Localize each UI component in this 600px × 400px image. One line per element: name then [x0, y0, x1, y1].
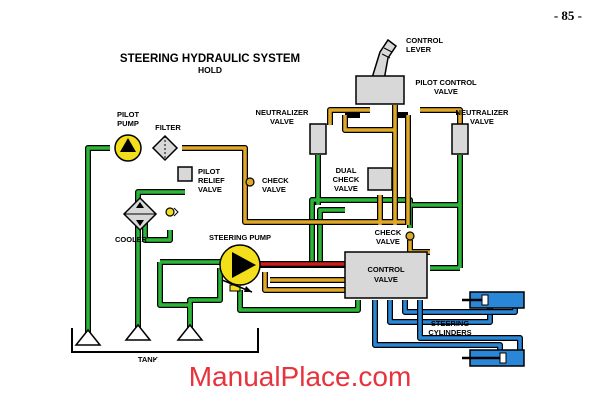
check-valve-mid-label-2: VALVE — [262, 185, 286, 194]
neutralizer-pilot-lines — [327, 107, 463, 125]
neutralizer-valve-left — [309, 123, 327, 155]
pilot-control-valve — [355, 75, 405, 105]
check-valve-mid-label-1: CHECK — [262, 176, 289, 185]
steering-pump-label: STEERING PUMP — [209, 233, 271, 242]
filter-label: FILTER — [155, 123, 181, 132]
pilot-pump — [114, 134, 142, 162]
watermark-background — [155, 360, 445, 394]
steering-cylinders-label-2: CYLINDERS — [428, 328, 471, 337]
steering-pump — [219, 244, 261, 293]
tank-port-3 — [176, 323, 204, 341]
cooler — [122, 196, 158, 232]
check-valve-mid — [245, 177, 255, 187]
control-lever — [371, 38, 398, 81]
dual-check-label-3: VALVE — [334, 184, 358, 193]
check-valve-right-label-1: CHECK — [375, 228, 402, 237]
cooler-label: COOLER — [115, 235, 148, 244]
check-valve-right — [405, 231, 415, 241]
steering-cylinder-lower — [462, 349, 525, 367]
pilot-control-valve-label-2: VALVE — [434, 87, 458, 96]
tank-port-2 — [124, 323, 152, 341]
dual-check-label-1: DUAL — [336, 166, 357, 175]
control-lever-label-2: LEVER — [406, 45, 432, 54]
steering-cylinders-label-1: STEERING — [431, 319, 470, 328]
pilot-pump-label-2: PUMP — [117, 119, 139, 128]
pilot-relief-label-3: VALVE — [198, 185, 222, 194]
control-valve-label-2: VALVE — [374, 275, 398, 284]
neutralizer-right-label-2: VALVE — [470, 117, 494, 126]
neutralizer-left-label-1: NEUTRALIZER — [256, 108, 309, 117]
diagram-subtitle: HOLD — [198, 65, 222, 75]
pilot-lines-fill — [182, 105, 430, 292]
neutralizer-valve-right — [451, 123, 469, 155]
neutralizer-left-label-2: VALVE — [270, 117, 294, 126]
check-valve-right-label-2: VALVE — [376, 237, 400, 246]
tank-outline — [71, 328, 259, 353]
pilot-relief-valve — [177, 166, 193, 182]
tank-label: TANK — [138, 355, 159, 364]
cooler-check-valve — [165, 207, 179, 217]
pilot-relief-label-2: RELIEF — [198, 176, 225, 185]
control-valve — [344, 251, 428, 299]
neutralizer-right-label-1: NEUTRALIZER — [456, 108, 509, 117]
filter — [151, 134, 179, 162]
dual-check-label-2: CHECK — [333, 175, 360, 184]
pilot-relief-label-1: PILOT — [198, 167, 221, 176]
tank-port-1 — [74, 328, 102, 346]
diagram-title: STEERING HYDRAULIC SYSTEM — [120, 53, 300, 65]
page-number: - 85 - — [554, 8, 582, 23]
control-valve-label-1: CONTROL — [367, 265, 404, 274]
dual-check-valve — [367, 167, 393, 191]
control-lever-label-1: CONTROL — [406, 36, 443, 45]
pilot-pump-label-1: PILOT — [117, 110, 140, 119]
pilot-control-valve-label-1: PILOT CONTROL — [415, 78, 477, 87]
watermark: ManualPlace.com — [189, 361, 412, 392]
steering-cylinder-upper — [462, 291, 525, 309]
